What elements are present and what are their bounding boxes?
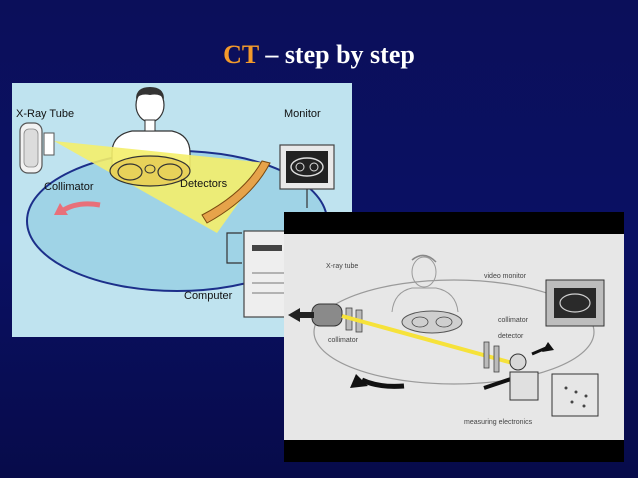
label-computer: Computer [184, 290, 233, 302]
monitor [279, 144, 335, 190]
slide-title: CT – step by step [0, 40, 638, 70]
xray-tube-2 [288, 303, 343, 327]
label-video-monitor-2: video monitor [484, 273, 527, 280]
ct-color-diagram-svg: X-Ray Tube Monitor Collimator Detectors … [12, 83, 352, 337]
title-accent: CT [223, 40, 259, 69]
gantry-ring-2 [313, 279, 595, 385]
detector-2 [483, 341, 490, 369]
rotation-arrow-2 [360, 377, 405, 389]
label-detectors: Detectors [180, 178, 228, 190]
label-measuring-electronics-2: measuring electronics [464, 419, 533, 426]
label-collimator-right-2: collimator [498, 317, 529, 324]
patient-figure-2 [391, 254, 459, 313]
ct-grayscale-diagram: X-ray tube video monitor collimator dete… [284, 212, 624, 462]
label-collimator: Collimator [44, 181, 94, 193]
ct-color-diagram: X-Ray Tube Monitor Collimator Detectors … [12, 83, 352, 337]
label-xray-tube-2: X-ray tube [326, 263, 358, 270]
body-slice-2 [401, 310, 463, 334]
label-xray-tube: X-Ray Tube [16, 108, 74, 120]
rotation-arrow [60, 201, 101, 214]
detector-array [201, 160, 271, 224]
label-detector-2: detector [498, 333, 524, 340]
video-monitor-2 [545, 279, 605, 327]
measuring-electronics-2 [509, 371, 599, 417]
label-collimator-left-2: collimator [328, 337, 359, 344]
body-cross-section [109, 155, 191, 187]
ct-grayscale-diagram-svg: X-ray tube video monitor collimator dete… [284, 212, 624, 462]
title-rest: – step by step [258, 40, 415, 69]
xray-tube [19, 122, 43, 174]
label-monitor: Monitor [284, 108, 321, 120]
collimator [43, 132, 55, 156]
